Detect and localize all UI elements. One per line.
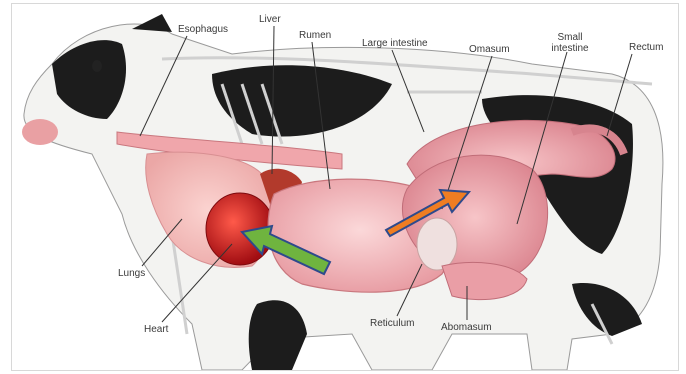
label-rumen: Rumen [299, 30, 331, 41]
label-rectum: Rectum [629, 42, 663, 53]
label-reticulum: Reticulum [370, 318, 414, 329]
reticulum-organ [417, 218, 457, 270]
eye [92, 60, 102, 72]
label-abomasum: Abomasum [441, 322, 492, 333]
label-large-intestine: Large intestine [362, 38, 428, 49]
label-liver: Liver [259, 14, 281, 25]
label-omasum: Omasum [469, 44, 510, 55]
ear [132, 14, 172, 32]
label-small-intestine: Small intestine [550, 32, 590, 54]
label-esophagus: Esophagus [178, 24, 228, 35]
cow-anatomy-diagram: Esophagus Liver Rumen Large intestine Om… [11, 3, 679, 371]
nose [22, 119, 58, 145]
label-heart: Heart [144, 324, 168, 335]
cow-illustration [12, 4, 678, 370]
label-lungs: Lungs [118, 268, 145, 279]
